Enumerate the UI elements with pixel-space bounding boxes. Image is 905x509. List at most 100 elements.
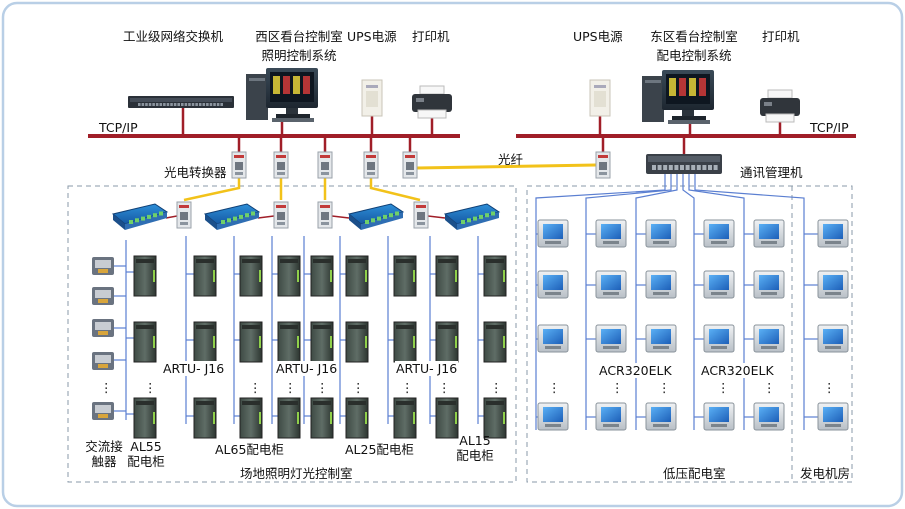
ups-west-device: [361, 79, 383, 117]
contactor-label-line2: 触器: [91, 454, 117, 469]
contactor-4: [92, 402, 114, 420]
cabinet-2-1: [277, 321, 301, 363]
lower-converter-1: [176, 201, 192, 229]
cabinet-1-2: [239, 397, 263, 439]
cabinet-7-2: [483, 397, 507, 439]
comm-manager-device: [646, 154, 722, 174]
west-computer: [246, 68, 318, 122]
cabinet-0-2: [193, 397, 217, 439]
switch-label: 工业级网络交换机: [123, 29, 224, 44]
acr-label-2: ACR320ELK: [700, 363, 775, 378]
meter-bus-a-3: [682, 174, 695, 430]
cabinet-5-2: [393, 397, 417, 439]
meter-bus-a-5: [694, 174, 805, 430]
cabinet-3-0: [310, 255, 334, 297]
cabinet-7-0: [483, 255, 507, 297]
meter-5-1: [817, 270, 849, 299]
meter-0-2: [537, 324, 569, 353]
conv3-rtu3: [331, 215, 350, 219]
meter-4-0: [753, 219, 785, 248]
printer-east-label: 打印机: [762, 29, 800, 44]
converter-1: [273, 151, 289, 179]
contactor-label: 交流接 触器: [82, 439, 126, 469]
meter-4-1: [753, 270, 785, 299]
low-voltage-room-label: 低压配电室: [663, 466, 726, 481]
meter-1-1: [595, 270, 627, 299]
ellipsis-al25-c: ⋮: [401, 380, 414, 395]
rtu-1: [111, 203, 169, 230]
cabinet-6-2: [435, 397, 459, 439]
cabinet-2-2: [277, 397, 301, 439]
ellipsis-meter-5: ⋮: [763, 380, 776, 395]
meter-2-3: [645, 402, 677, 431]
meter-3-1: [703, 270, 735, 299]
ellipsis-al55: ⋮: [144, 380, 157, 395]
converter-east: [595, 151, 611, 179]
printer-west-label: 打印机: [412, 29, 450, 44]
ellipsis-al65-b: ⋮: [284, 380, 297, 395]
lower-converter-4: [413, 201, 429, 229]
cabinet-0-1: [193, 321, 217, 363]
meter-1-2: [595, 324, 627, 353]
al65-label: AL65配电柜: [215, 442, 284, 457]
cabinet-7-1: [483, 321, 507, 363]
cabinet-4-2: [345, 397, 369, 439]
lower-converter-3: [317, 201, 333, 229]
meter-2-2: [645, 324, 677, 353]
meter-bus-a-2: [635, 174, 678, 430]
converter-4: [402, 151, 418, 179]
meter-4-3: [753, 402, 785, 431]
meter-1-3: [595, 402, 627, 431]
tcpip-label-left: TCP/IP: [99, 120, 138, 135]
artu-label-3: ARTU- J16: [395, 361, 459, 376]
cabinet-1-1: [239, 321, 263, 363]
ellipsis-al15-b: ⋮: [490, 380, 503, 395]
artu-label-1: ARTU- J16: [162, 361, 226, 376]
switch-device: [128, 96, 234, 108]
ellipsis-al25-b: ⋮: [352, 380, 365, 395]
meter-5-3: [817, 402, 849, 431]
al55-cabinet-1: [133, 321, 157, 363]
conv4-rtu4: [427, 215, 446, 219]
rtu1-conv: [165, 215, 178, 219]
al25-label: AL25配电柜: [345, 442, 414, 457]
west-room-label-line1: 西区看台控制室: [255, 29, 343, 44]
ups-east-device: [589, 79, 611, 117]
east-room-label-line1: 东区看台控制室: [650, 29, 738, 44]
lower-converter-2: [273, 201, 289, 229]
meter-1-0: [595, 219, 627, 248]
contactor-1: [92, 287, 114, 305]
meter-bus-a-4: [688, 174, 745, 430]
meter-2-0: [645, 219, 677, 248]
ellipsis-meter-3: ⋮: [658, 380, 671, 395]
cabinet-4-0: [345, 255, 369, 297]
cabinet-6-1: [435, 321, 459, 363]
cabinet-5-1: [393, 321, 417, 363]
east-room-label: 东区看台控制室 配电控制系统: [639, 29, 749, 63]
contactor-3: [92, 352, 114, 370]
al15-label-line2: 配电柜: [456, 448, 494, 463]
ellipsis-contactor: ⋮: [100, 380, 113, 395]
contactor-0: [92, 257, 114, 275]
ellipsis-meter-1: ⋮: [548, 380, 561, 395]
acr-label-1: ACR320ELK: [598, 363, 673, 378]
fiber-link: [416, 163, 597, 170]
ups-west-label: UPS电源: [347, 29, 397, 44]
meter-3-3: [703, 402, 735, 431]
ellipsis-al65-a: ⋮: [249, 380, 262, 395]
ellipsis-meter-2: ⋮: [611, 380, 624, 395]
west-room-label-line2: 照明控制系统: [261, 48, 337, 63]
printer-east-device: [760, 89, 800, 123]
printer-west-device: [412, 85, 452, 119]
fiber-label: 光纤: [498, 152, 524, 167]
converter-2: [317, 151, 333, 179]
ellipsis-meter-6: ⋮: [823, 380, 836, 395]
cabinet-4-1: [345, 321, 369, 363]
lighting-room-label: 场地照明灯光控制室: [240, 466, 353, 481]
contactor-label-line1: 交流接: [85, 439, 123, 454]
rtu-2: [203, 203, 261, 230]
tcpip-label-right: TCP/IP: [810, 120, 849, 135]
